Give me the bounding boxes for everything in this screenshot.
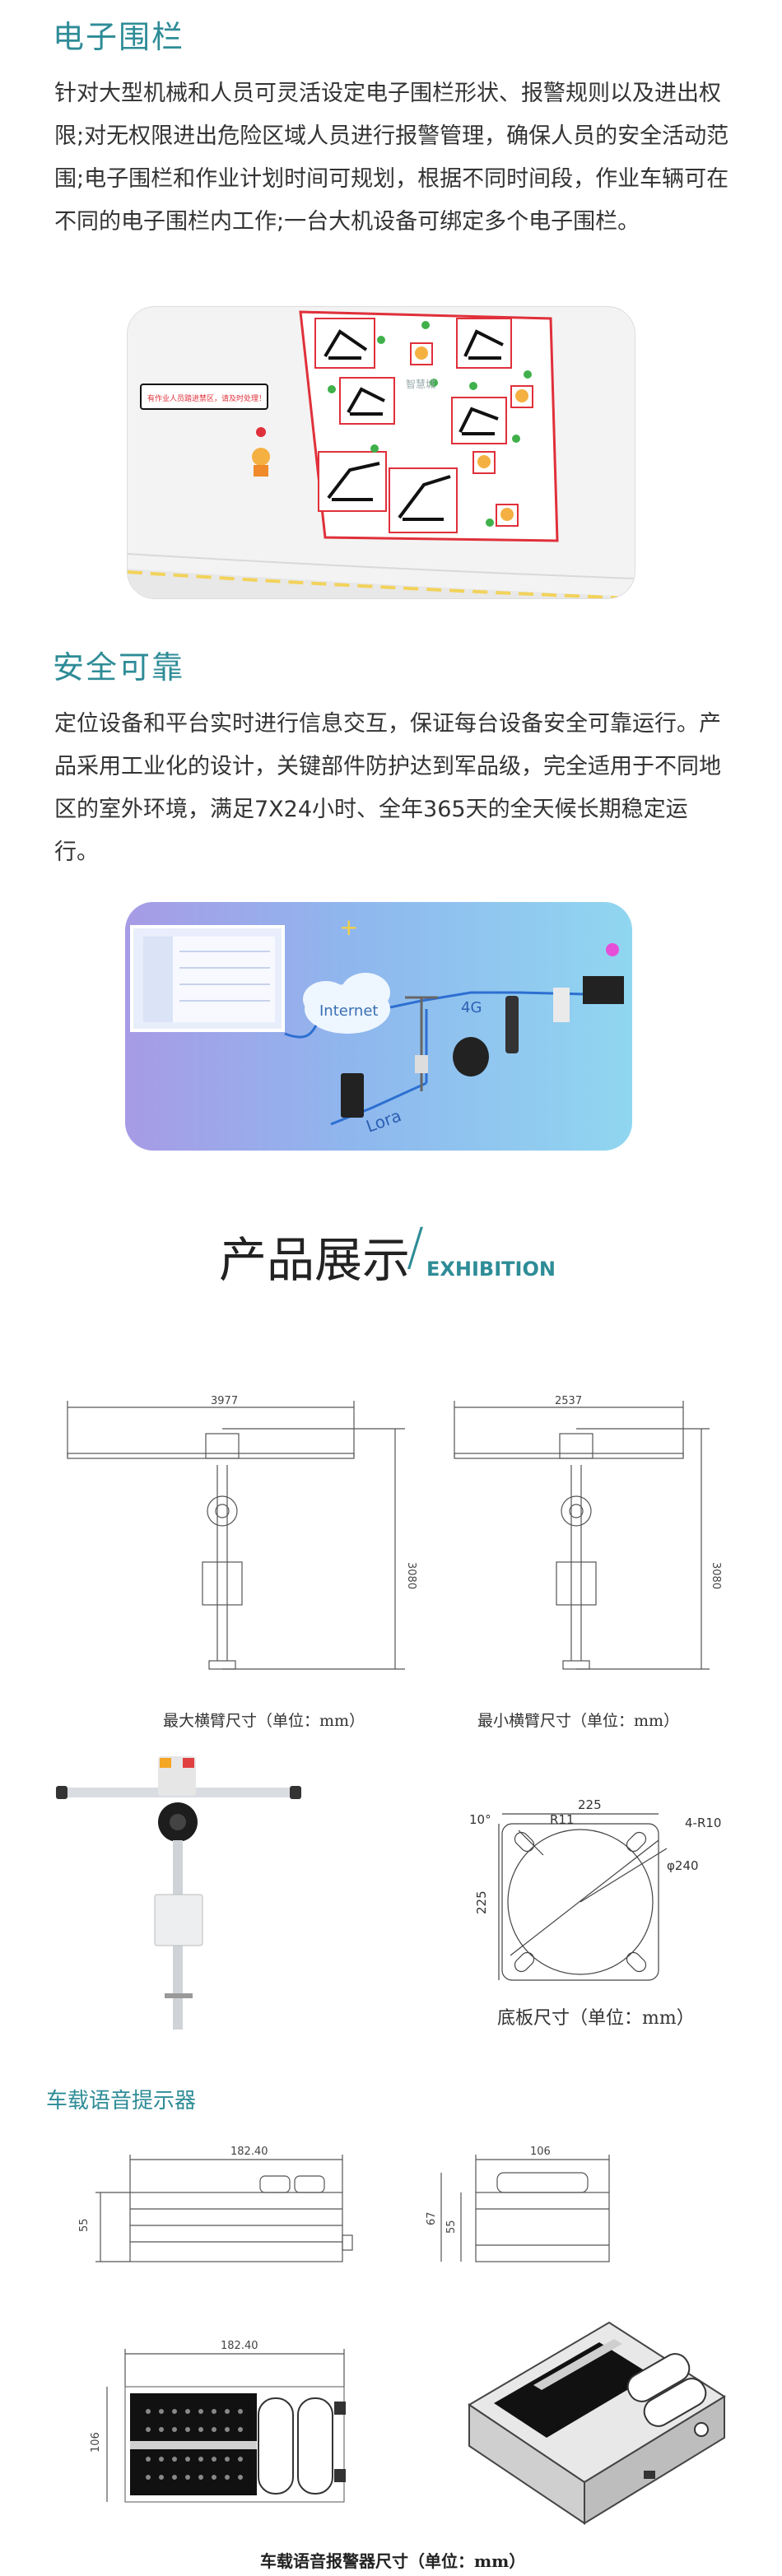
- base-caption: 底板尺寸（单位：mm）: [497, 2008, 695, 2029]
- base-dim-side: 225: [474, 1890, 489, 1914]
- voice-side-h: 55: [78, 2218, 91, 2232]
- voice-end-w: 106: [530, 2146, 551, 2158]
- showcase-title: 产品展示: [219, 1232, 411, 1288]
- product-photo: [54, 1750, 301, 2043]
- voice-top-len: 182.40: [221, 2340, 258, 2352]
- min-arm-caption: 最小横臂尺寸（单位：mm）: [477, 1712, 680, 1730]
- lora-label: Lora: [364, 1105, 404, 1136]
- section-title-fence: 电子围栏: [53, 19, 185, 55]
- base-dia: φ240: [667, 1858, 699, 1873]
- fence-paragraph: 针对大型机械和人员可灵活设定电子围栏形状、报警规则以及进出权限;对无权限进出危险…: [54, 81, 729, 235]
- base-r11: R11: [550, 1812, 575, 1827]
- showcase-slash: /: [407, 1216, 424, 1276]
- max-arm-caption: 最大横臂尺寸（单位：mm）: [163, 1712, 365, 1730]
- base-dim-top: 225: [578, 1797, 602, 1812]
- voice-top-w: 106: [90, 2432, 102, 2453]
- internet-label: Internet: [319, 1002, 378, 1020]
- voice-3d-view: [461, 2306, 733, 2536]
- voice-end-h2: 55: [445, 2220, 458, 2234]
- safety-paragraph: 定位设备和平台实时进行信息交互，保证每台设备安全可靠运行。产品采用工业化的设计，…: [54, 711, 721, 865]
- voice-end-drawing: 106 67 55: [426, 2143, 640, 2267]
- voice-side-drawing: 182.40 55: [72, 2143, 385, 2267]
- max-width-dim: 3977: [211, 1395, 238, 1407]
- max-height-dim: 3080: [405, 1562, 417, 1589]
- base-holes: 4-R10: [685, 1816, 721, 1830]
- base-plate-drawing: 225 225 10° R11 4-R10 φ240: [469, 1791, 733, 1997]
- warning-text: 有作业人员踏进禁区，请及时处理！: [147, 393, 266, 403]
- voice-caption: 车载语音报警器尺寸（单位：mm）: [260, 2551, 526, 2571]
- voice-top-drawing: 182.40 106: [82, 2337, 379, 2510]
- min-width-dim: 2537: [555, 1395, 582, 1407]
- voice-title: 车载语音提示器: [46, 2089, 197, 2113]
- svg-text:+: +: [339, 914, 358, 941]
- min-arm-drawing: 2537 3080: [445, 1389, 724, 1686]
- showcase-subtitle: EXHIBITION: [426, 1258, 556, 1281]
- section-title-safety: 安全可靠: [53, 649, 185, 686]
- 4g-label: 4G: [461, 999, 482, 1016]
- voice-side-len: 182.40: [230, 2146, 268, 2158]
- min-height-dim: 3080: [710, 1562, 722, 1589]
- fence-map-image: 智慧城 有作业人员踏进禁区，请及时处理！: [127, 306, 635, 599]
- area-label: 智慧城: [406, 378, 435, 390]
- voice-end-h1: 67: [426, 2211, 438, 2225]
- max-arm-drawing: 3977 3080: [58, 1389, 420, 1686]
- network-diagram-image: + Internet 4G Lora: [125, 902, 632, 1151]
- base-angle: 10°: [469, 1812, 491, 1827]
